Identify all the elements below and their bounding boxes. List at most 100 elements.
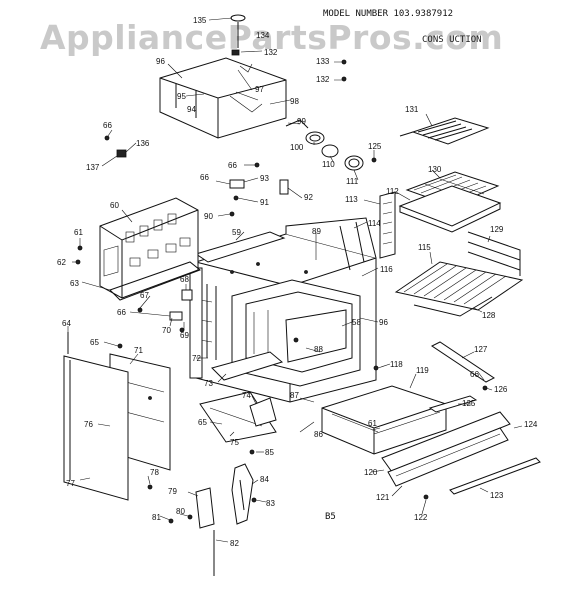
drawer-front [381, 411, 541, 500]
small-hardware [75, 135, 289, 349]
callout-71: 71 [134, 346, 143, 355]
callout-74: 74 [242, 391, 251, 400]
callout-113: 113 [345, 195, 358, 204]
callout-116: 116 [380, 265, 393, 274]
callout-66-d: 66 [117, 308, 126, 317]
diagram-code: B5 [325, 512, 336, 522]
callout-95: 95 [177, 92, 186, 101]
callout-62: 62 [57, 258, 66, 267]
model-number-label: MODEL NUMBER 103.9387912 [323, 9, 454, 19]
callout-72: 72 [192, 354, 201, 363]
callout-124: 124 [524, 420, 538, 429]
callout-96-top: 96 [156, 57, 165, 66]
callout-61-b: 61 [368, 419, 377, 428]
callout-63: 63 [70, 279, 79, 288]
control-panel [99, 197, 201, 301]
callout-92: 92 [304, 193, 313, 202]
callout-125-bottom: 125 [462, 399, 476, 408]
callout-80: 80 [176, 507, 185, 516]
callout-79: 79 [168, 487, 177, 496]
callout-61-a: 61 [74, 228, 83, 237]
callout-93: 93 [260, 174, 269, 183]
callout-133: 133 [316, 57, 330, 66]
callout-89: 89 [312, 227, 321, 236]
callout-76: 76 [84, 420, 93, 429]
callout-125-top: 125 [368, 142, 382, 151]
callout-111: 111 [346, 177, 359, 186]
callout-68: 68 [180, 275, 189, 284]
callout-67: 67 [140, 291, 149, 300]
bottom-frame [199, 351, 284, 443]
callout-110: 110 [322, 160, 335, 169]
oven-rack [394, 231, 524, 317]
callout-120: 120 [364, 468, 378, 477]
cooktop-box [159, 14, 287, 139]
callout-98: 98 [290, 97, 299, 106]
heat-deflector [379, 191, 396, 259]
callout-96-bottom: 96 [379, 318, 388, 327]
callout-97: 97 [255, 85, 264, 94]
callout-121: 121 [376, 493, 390, 502]
callout-127: 127 [474, 345, 488, 354]
callout-129: 129 [490, 225, 504, 234]
callout-130: 130 [428, 165, 442, 174]
callout-100: 100 [290, 143, 304, 152]
callout-115: 115 [418, 243, 431, 252]
callout-136: 136 [136, 139, 150, 148]
callout-82: 82 [230, 539, 239, 548]
broil-element [399, 117, 490, 145]
callout-112: 112 [386, 187, 399, 196]
broiler-pan [398, 171, 502, 233]
callout-122: 122 [414, 513, 428, 522]
callout-66-b: 66 [228, 161, 237, 170]
callout-69: 69 [180, 331, 189, 340]
callout-99: 99 [297, 117, 306, 126]
callout-58: 58 [352, 318, 361, 327]
callout-90: 90 [204, 212, 213, 221]
callout-83: 83 [266, 499, 275, 508]
burner-rings [285, 119, 364, 171]
callout-134: 134 [256, 31, 270, 40]
callout-77: 77 [66, 479, 75, 488]
callout-119: 119 [416, 366, 429, 375]
callout-66-e: 66 [470, 370, 479, 379]
storage-drawer [321, 365, 447, 455]
callout-64: 64 [62, 319, 71, 328]
callout-132-top: 132 [264, 48, 278, 57]
callout-137: 137 [86, 163, 100, 172]
door-hinge [147, 449, 257, 576]
callout-59: 59 [232, 228, 241, 237]
callout-131: 131 [405, 105, 419, 114]
callout-85: 85 [265, 448, 274, 457]
callout-78: 78 [150, 468, 159, 477]
callout-88: 88 [314, 345, 323, 354]
callout-135: 135 [193, 16, 207, 25]
callout-65-a: 65 [90, 338, 99, 347]
callout-86: 86 [314, 430, 323, 439]
callout-65-b: 65 [198, 418, 207, 427]
callout-118: 118 [390, 360, 403, 369]
callout-126: 126 [494, 385, 508, 394]
callout-66-c: 66 [200, 173, 209, 182]
callout-84: 84 [260, 475, 269, 484]
front-frame [189, 231, 286, 379]
oven-door [63, 355, 129, 501]
callout-66-a: 66 [103, 121, 112, 130]
callout-132-right: 132 [316, 75, 330, 84]
callout-94: 94 [187, 105, 196, 114]
drawer-rails [428, 341, 495, 413]
callout-123: 123 [490, 491, 504, 500]
callout-70: 70 [162, 326, 171, 335]
callout-81: 81 [152, 513, 161, 522]
callout-87: 87 [290, 391, 299, 400]
callout-91: 91 [260, 198, 269, 207]
screws-top-right [341, 59, 377, 163]
callout-114: 114 [368, 219, 381, 228]
callout-128: 128 [482, 311, 496, 320]
leader-lines [67, 17, 523, 543]
callout-labels: 135 134 132 133 132 96 97 95 94 98 99 10… [57, 16, 538, 548]
callout-60: 60 [110, 201, 119, 210]
callout-73: 73 [204, 379, 213, 388]
